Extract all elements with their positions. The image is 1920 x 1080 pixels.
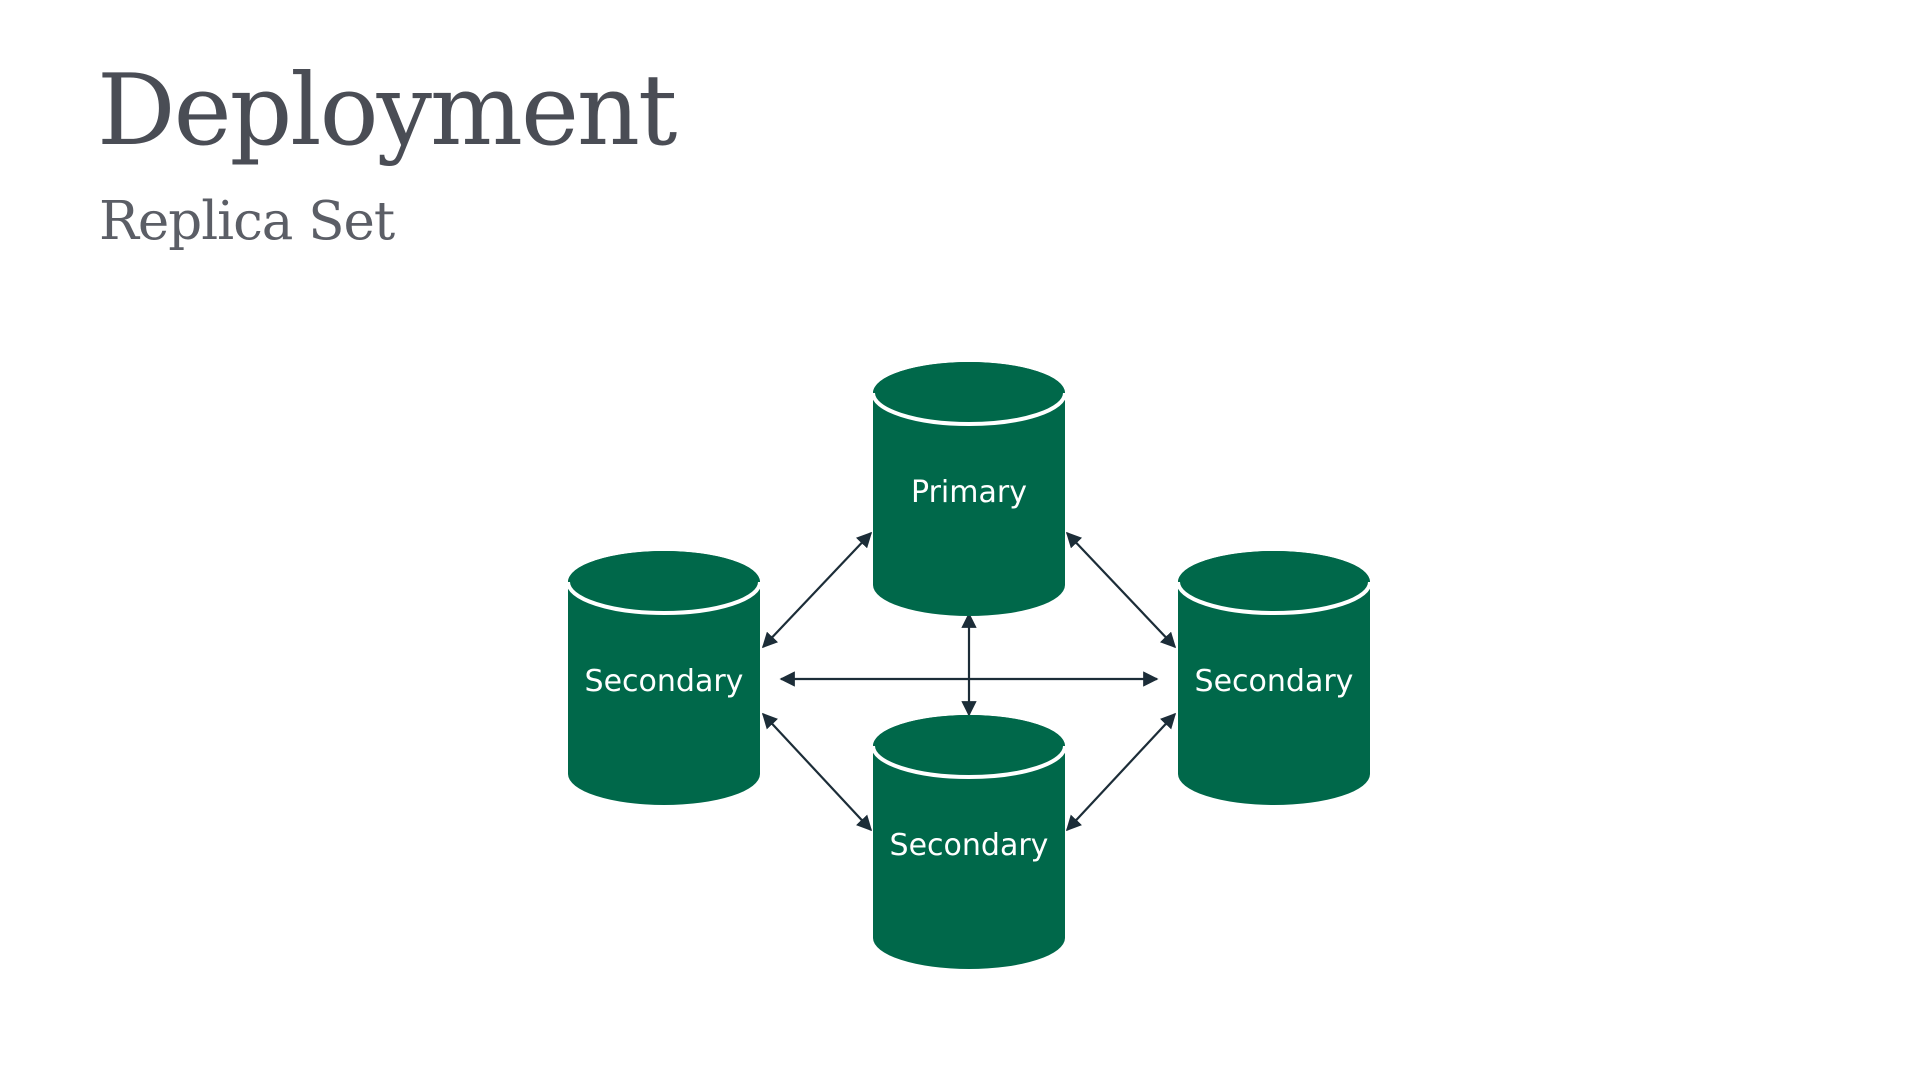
node-secondary-bottom[interactable]: Secondary (871, 715, 1067, 969)
connections (761, 531, 1177, 832)
connection-primary-secondary-left (761, 531, 873, 649)
database-cylinder-icon (873, 715, 1065, 969)
cylinder-rim (871, 745, 1067, 779)
cylinder-top (568, 551, 760, 613)
slide-subtitle: Replica Set (99, 191, 395, 252)
node-label: Secondary (1195, 664, 1354, 699)
cylinder-top (873, 362, 1065, 424)
node-primary[interactable]: Primary (871, 362, 1067, 616)
connection-secondary-right-secondary-bottom (1065, 712, 1177, 832)
node-secondary-left[interactable]: Secondary (566, 551, 762, 805)
database-cylinder-icon (568, 551, 760, 805)
cylinder-rim (871, 392, 1067, 426)
connection-primary-secondary-right (1065, 531, 1177, 649)
slide-title: Deployment (97, 54, 677, 168)
node-label: Primary (911, 475, 1027, 510)
cylinder-rim (566, 581, 762, 615)
cylinder-top (873, 715, 1065, 777)
cylinder-rim (1176, 581, 1372, 615)
node-label: Secondary (890, 828, 1049, 863)
database-cylinder-icon (1178, 551, 1370, 805)
database-cylinder-icon (873, 362, 1065, 616)
node-label: Secondary (585, 664, 744, 699)
connection-secondary-left-secondary-bottom (761, 712, 873, 832)
node-secondary-right[interactable]: Secondary (1176, 551, 1372, 805)
cylinder-top (1178, 551, 1370, 613)
